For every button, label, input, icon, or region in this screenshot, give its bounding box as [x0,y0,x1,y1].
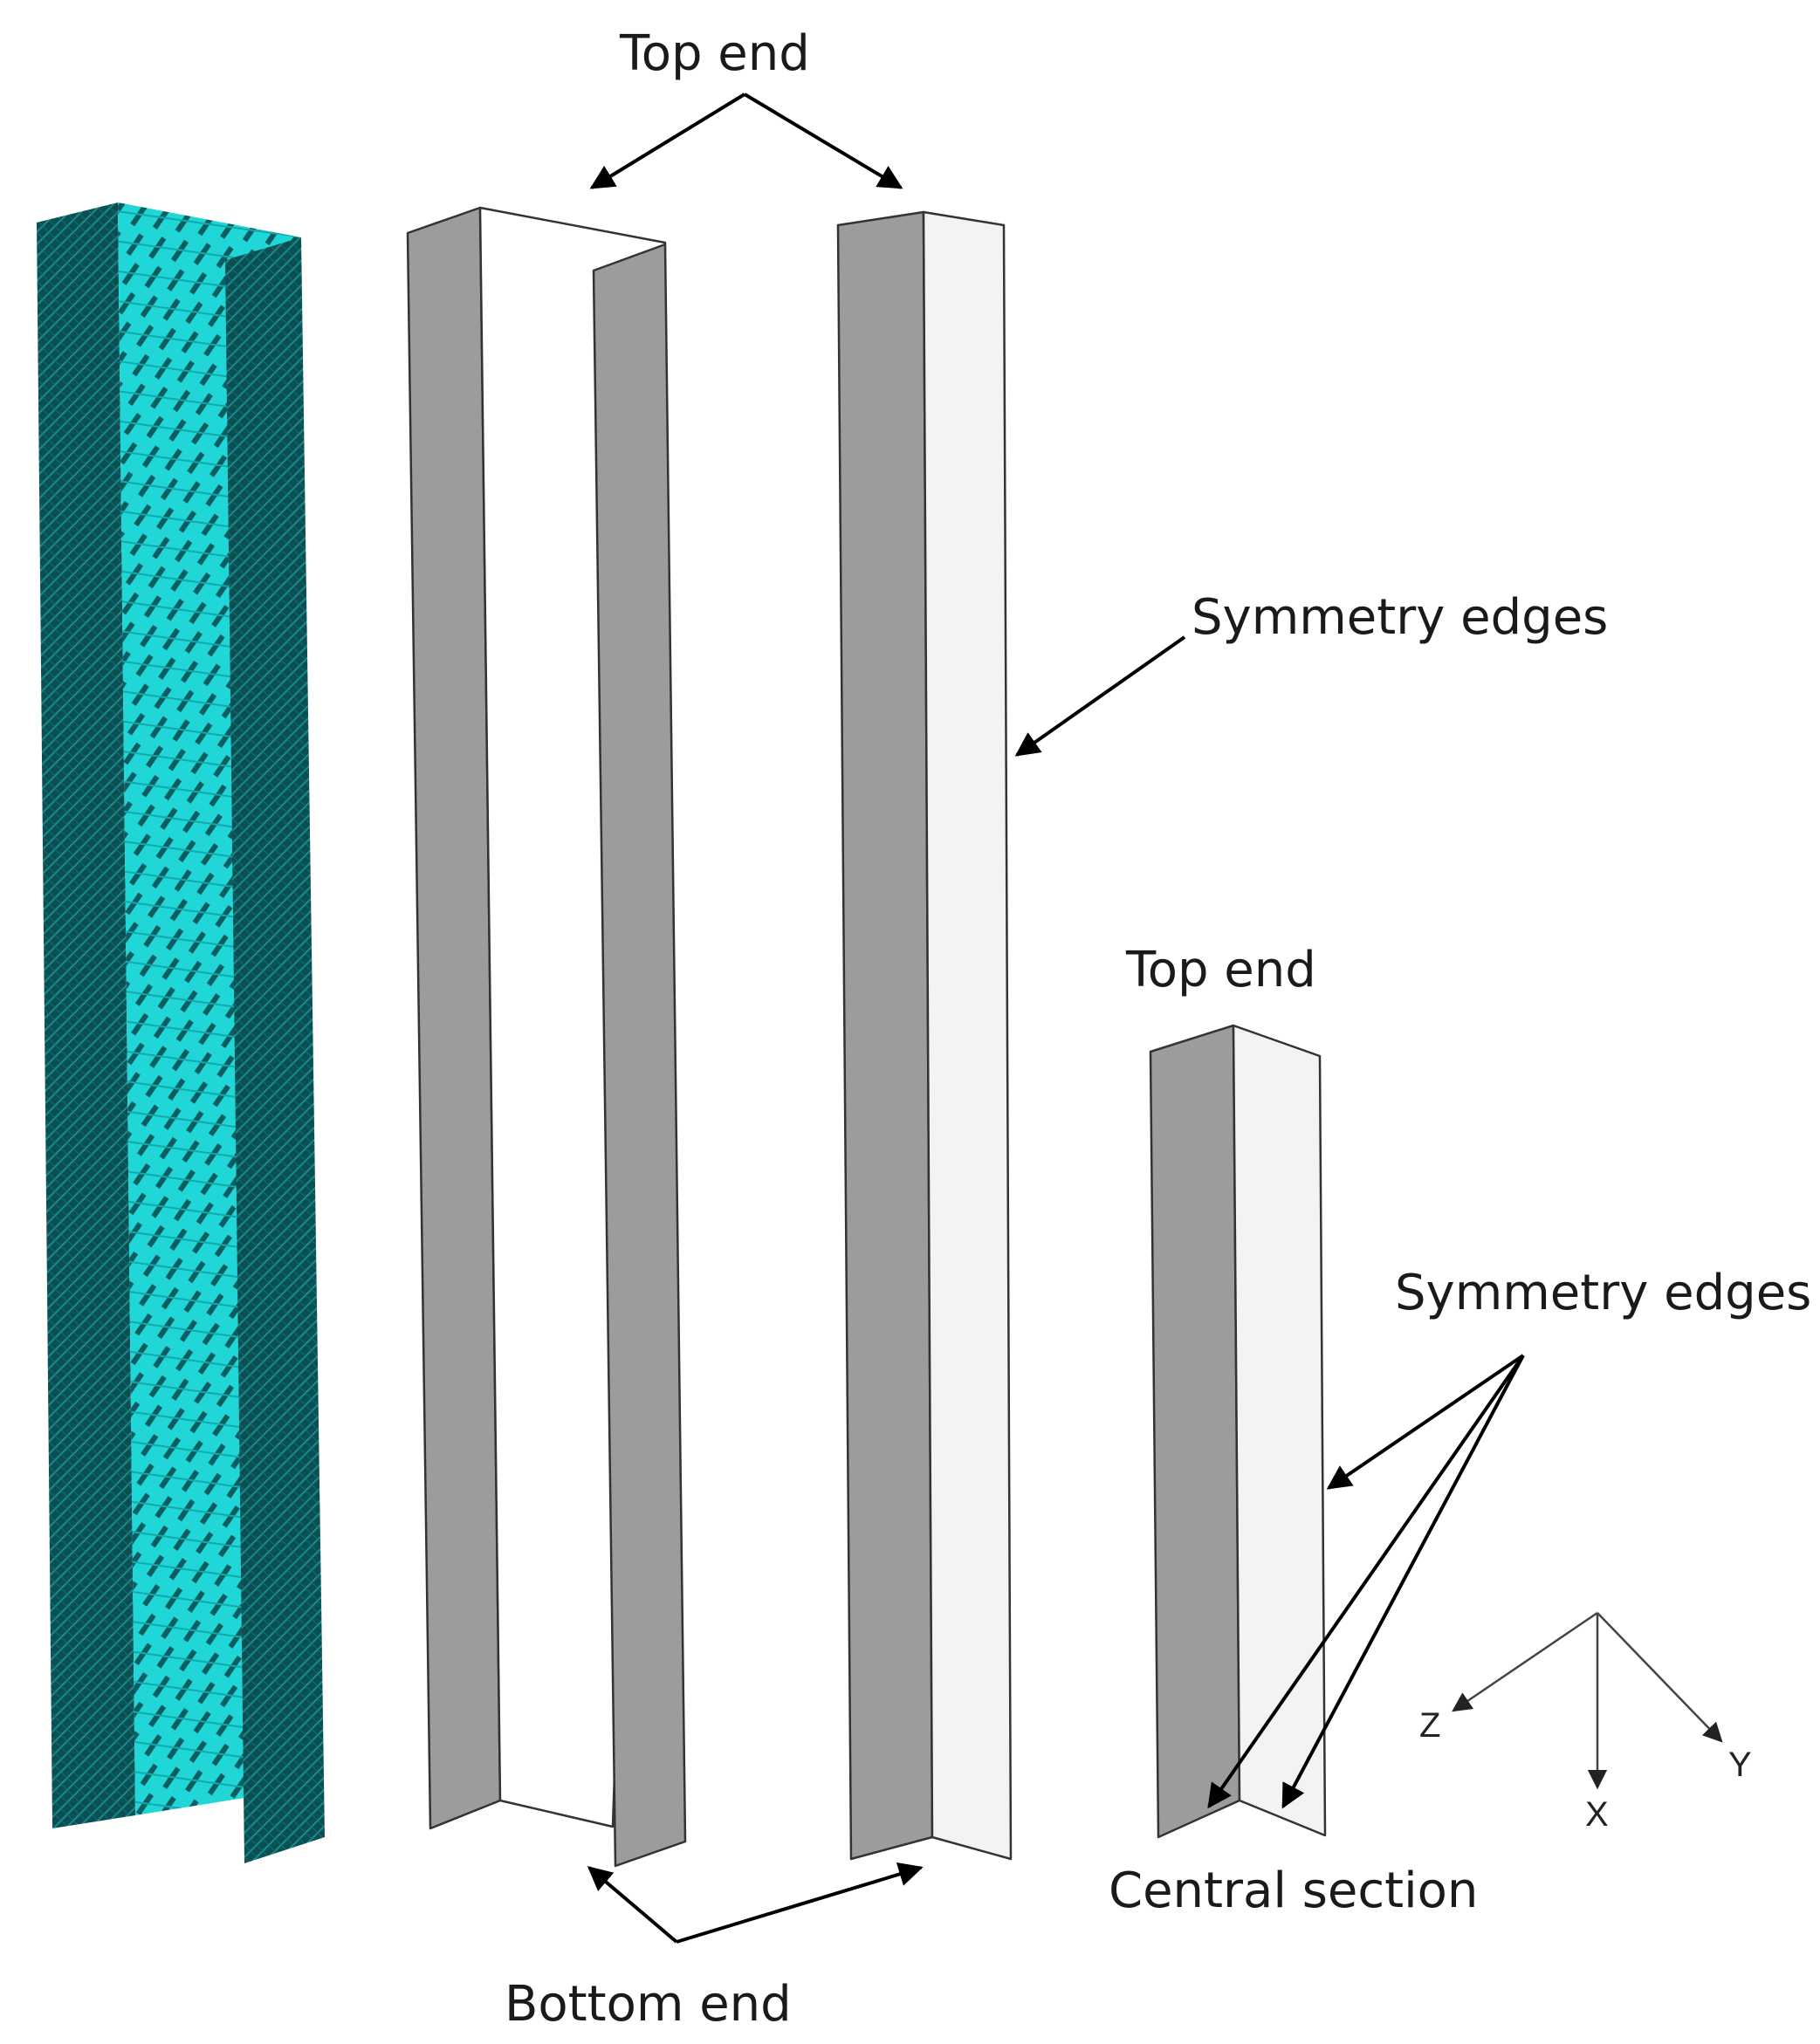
label-bottom-end: Bottom end [505,1976,792,2033]
half-model [836,210,1013,1861]
label-top-end-upper: Top end [619,25,810,82]
label-symmetry-edges-lower: Symmetry edges [1395,1265,1811,1321]
label-symmetry-edges-upper: Symmetry edges [1192,589,1608,646]
arrow-bottom-end-to-half [676,1862,924,1944]
axis-z-label: Z [1419,1706,1440,1745]
channel-flange-right [592,243,687,1868]
mesh-flange-right [225,237,325,1863]
channel-full-model [406,206,687,1868]
arrow-symmetry-lower-1 [1326,1354,1525,1490]
label-top-end-lower: Top end [1125,942,1316,998]
axis-y-label: Y [1728,1746,1752,1784]
arrow-top-end-to-channel [589,93,746,189]
central-section-model [1149,1024,1327,1839]
text-labels: Top end Symmetry edges Top end Symmetry … [505,25,1811,2033]
axis-x-label: X [1585,1795,1609,1834]
arrow-top-end-to-half [743,93,903,189]
axis-y-line [1597,1612,1723,1743]
arrow-symmetry-lower-2 [1207,1354,1525,1809]
half-flange [836,210,934,1861]
annotation-arrows [587,93,1525,1944]
arrow-bottom-end-to-channel [587,1866,678,1944]
mesh-flange-left [37,202,135,1828]
arrow-symmetry-lower-3 [1281,1355,1525,1809]
section-web [1232,1024,1327,1837]
section-flange [1149,1024,1241,1839]
axis-z-line [1452,1611,1598,1712]
coordinate-triad: Z X Y [1419,1611,1752,1834]
half-web [922,210,1013,1861]
meshed-model [37,202,325,1863]
arrow-symmetry-upper [1014,635,1186,757]
label-central-section: Central section [1109,1862,1478,1919]
